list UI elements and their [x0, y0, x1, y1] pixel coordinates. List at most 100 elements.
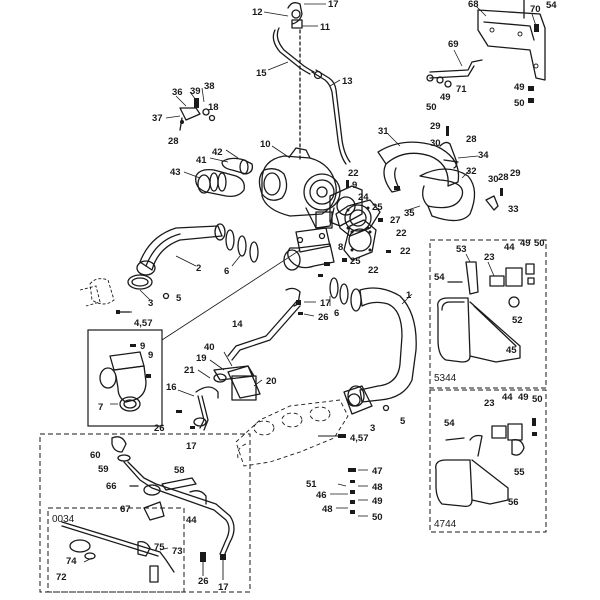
callout-22: 22 [400, 246, 411, 257]
callout-55: 55 [514, 467, 525, 478]
callout-44: 44 [504, 242, 515, 253]
callout-labels: 12 17 11 15 13 68 70 54 69 71 49 50 49 5… [52, 0, 557, 593]
callout-46: 46 [316, 490, 327, 501]
callout-48: 48 [372, 482, 383, 493]
callout-54: 54 [434, 272, 445, 283]
callout-34: 34 [478, 150, 489, 161]
callout-14: 14 [232, 319, 243, 330]
callout-48: 48 [322, 504, 333, 515]
callout-44: 44 [502, 392, 513, 403]
callout-56: 56 [508, 497, 519, 508]
exhaust-flange-gaskets [329, 180, 383, 262]
callout-37: 37 [152, 113, 163, 124]
callout-68: 68 [468, 0, 479, 10]
callout-44: 44 [186, 515, 197, 526]
callout-41: 41 [196, 155, 207, 166]
callout-60: 60 [90, 450, 101, 461]
callout-30: 30 [488, 174, 499, 185]
dipstick-inset-0034 [47, 507, 185, 593]
hardware-stack [330, 468, 368, 517]
callout-69: 69 [448, 39, 459, 50]
callout-54: 54 [546, 0, 557, 11]
callout-50: 50 [532, 394, 543, 405]
detail-code-5344: 5344 [434, 373, 457, 384]
callout-30: 30 [430, 138, 441, 149]
callout-3: 3 [148, 298, 153, 309]
callout-3: 3 [370, 423, 375, 434]
callout-50: 50 [426, 102, 437, 113]
callout-51: 51 [306, 479, 317, 490]
callout-11: 11 [320, 22, 331, 33]
callout-25: 25 [350, 256, 361, 267]
callout-50: 50 [372, 512, 383, 523]
callout-49: 49 [520, 238, 531, 249]
elbow-detail-box [87, 249, 301, 427]
callout-49: 49 [372, 496, 383, 507]
callout-7: 7 [98, 402, 103, 413]
callout-47: 47 [372, 466, 383, 477]
callout-26: 26 [198, 576, 209, 587]
callout-28: 28 [498, 172, 509, 183]
callout-17: 17 [218, 582, 229, 593]
callout-26: 26 [318, 312, 329, 323]
turbocharger [258, 145, 341, 229]
callout-22: 22 [396, 228, 407, 239]
callout-49: 49 [440, 92, 451, 103]
callout-54: 54 [444, 418, 455, 429]
callout-29: 29 [510, 168, 521, 179]
callout-9: 9 [352, 180, 357, 191]
callout-72: 72 [56, 572, 67, 583]
callout-25: 25 [372, 202, 383, 213]
misc-fasteners [116, 250, 391, 438]
callout-20: 20 [266, 376, 277, 387]
callout-9: 9 [148, 350, 153, 361]
callout-42: 42 [212, 147, 223, 158]
callout-8: 8 [338, 242, 343, 253]
callout-49: 49 [514, 82, 525, 93]
detail-5344 [429, 239, 547, 389]
detail-code-0034: 0034 [52, 514, 75, 525]
callout-13: 13 [342, 76, 353, 87]
heat-shields [377, 126, 503, 222]
callout-43: 43 [170, 167, 181, 178]
wastegate-assembly [176, 351, 263, 431]
callout-2: 2 [196, 263, 201, 274]
callout-45: 45 [506, 345, 517, 356]
callout-36: 36 [172, 87, 183, 98]
callout-49: 49 [518, 392, 529, 403]
callout-67: 67 [120, 504, 131, 515]
callout-73: 73 [172, 546, 183, 557]
callout-53: 53 [456, 244, 467, 255]
callout-17: 17 [320, 298, 331, 309]
bottom-hardware [200, 552, 226, 580]
callout-39: 39 [190, 86, 201, 97]
callout-32: 32 [466, 166, 477, 177]
callout-66: 66 [106, 481, 117, 492]
callout-29: 29 [430, 121, 441, 132]
callout-71: 71 [456, 84, 467, 95]
callout-75: 75 [154, 542, 165, 553]
callout-1: 1 [406, 290, 412, 301]
callout-40: 40 [204, 342, 215, 353]
callout-28: 28 [168, 136, 179, 147]
callout-12: 12 [252, 7, 263, 18]
callout-19: 19 [196, 353, 207, 364]
callout-5: 5 [176, 293, 182, 304]
callout-17: 17 [186, 441, 197, 452]
oil-feed-hose-assembly [263, 2, 351, 165]
callout-22: 22 [348, 168, 359, 179]
callout-10: 10 [260, 139, 271, 150]
callout-4-57: 4,57 [350, 433, 369, 444]
callout-18: 18 [208, 102, 219, 113]
callout-28: 28 [466, 134, 477, 145]
intake-hose [79, 223, 259, 313]
detail-code-4744: 4744 [434, 519, 457, 530]
dipstick-assembly [39, 433, 251, 593]
callout-16: 16 [166, 382, 177, 393]
callout-15: 15 [256, 68, 267, 79]
callout-24: 24 [358, 192, 369, 203]
callout-31: 31 [378, 126, 389, 137]
callout-22: 22 [368, 265, 379, 276]
